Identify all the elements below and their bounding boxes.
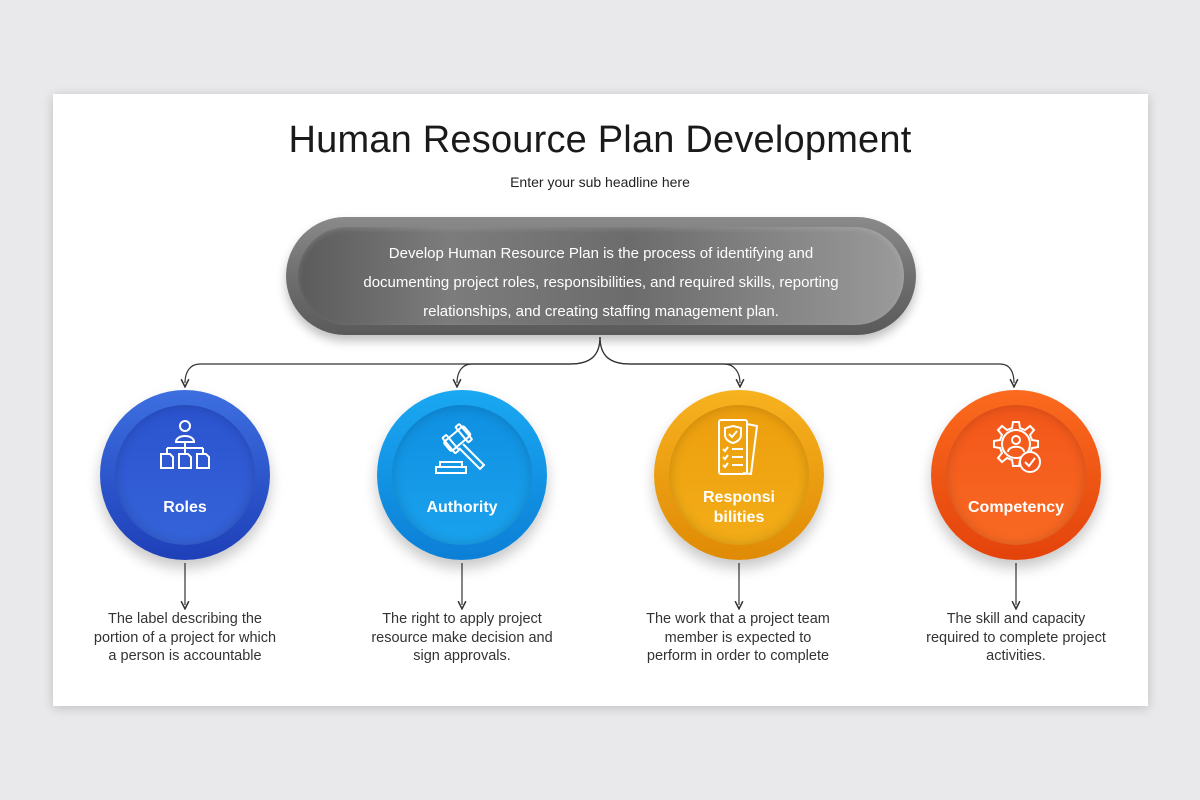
page-subtitle: Enter your sub headline here <box>510 174 690 190</box>
summary-pill: Develop Human Resource Plan is the proce… <box>286 217 916 335</box>
org-chart-icon <box>160 420 210 469</box>
description-line: a person is accountable <box>108 648 262 664</box>
description-competency: The skill and capacity required to compl… <box>906 610 1126 666</box>
node-inner <box>115 405 255 545</box>
page-title: Human Resource Plan Development <box>288 119 912 161</box>
summary-line: Develop Human Resource Plan is the proce… <box>388 245 814 262</box>
node-competency: Competency <box>931 390 1101 560</box>
node-label-line-1: Responsi <box>702 489 775 506</box>
description-line: resource make decision and <box>371 629 553 646</box>
description-authority: The right to apply project resource make… <box>352 610 572 666</box>
description-line: The right to apply project <box>382 611 542 627</box>
summary-pill-inner <box>298 227 904 325</box>
node-label: Authority <box>426 499 498 516</box>
gavel-icon <box>435 423 486 474</box>
slide-card <box>53 94 1148 706</box>
node-inner <box>946 405 1086 545</box>
summary-line: relationships, and creating staffing man… <box>423 303 779 320</box>
description-line: The work that a project team <box>646 611 830 627</box>
node-authority: Authority <box>377 390 547 560</box>
user-gear-check-icon <box>993 421 1041 473</box>
checklist-document-icon <box>718 419 759 476</box>
description-roles: The label describing the portion of a pr… <box>75 610 295 666</box>
description-line: member is expected to <box>664 629 812 646</box>
summary-line: documenting project roles, responsibilit… <box>363 274 839 291</box>
description-line: The skill and capacity <box>946 611 1086 627</box>
description-line: required to complete project <box>926 629 1106 646</box>
node-label-line-2: bilities <box>713 509 765 526</box>
description-line: activities. <box>986 648 1046 664</box>
description-responsibilities: The work that a project team member is e… <box>628 610 848 666</box>
summary-text: Develop Human Resource Plan is the proce… <box>326 239 876 326</box>
node-label: Competency <box>967 499 1065 516</box>
node-roles: Roles <box>100 390 270 560</box>
node-responsibilities: Responsi bilities <box>654 390 824 560</box>
description-line: The label describing the <box>108 611 262 627</box>
description-line: sign approvals. <box>413 648 511 664</box>
node-label: Roles <box>163 499 207 516</box>
description-line: portion of a project for which <box>93 629 277 646</box>
description-line: perform in order to complete <box>646 648 830 664</box>
